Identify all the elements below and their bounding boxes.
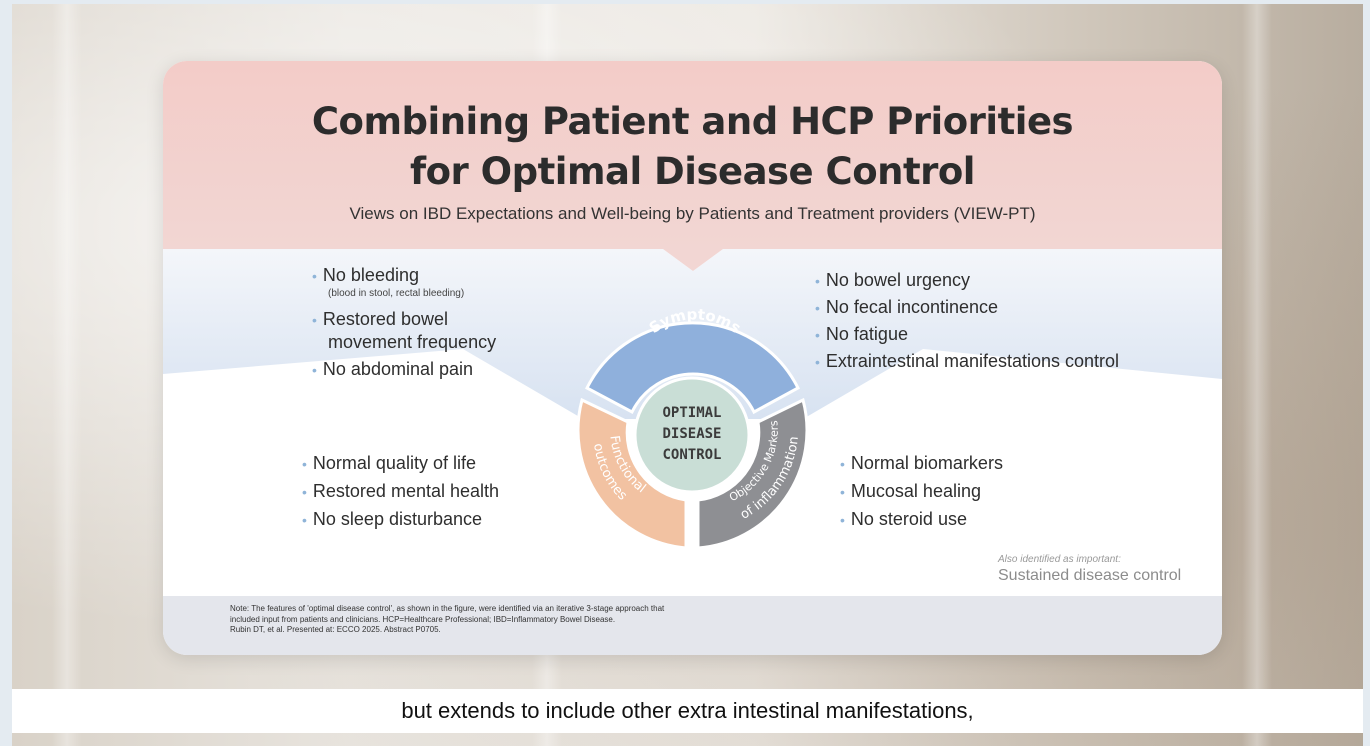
slide-title-line1: Combining Patient and HCP Priorities bbox=[311, 100, 1074, 143]
list-item-label: Normal biomarkers bbox=[850, 453, 1003, 473]
subtitle-bar bbox=[12, 689, 1363, 733]
list-item-label: No abdominal pain bbox=[322, 359, 474, 379]
also-important-label: Also identified as important: bbox=[998, 554, 1121, 565]
list-item: • Mucosal healing bbox=[840, 480, 981, 503]
center-line-3: CONTROL bbox=[662, 447, 721, 463]
list-item-label: Normal quality of life bbox=[312, 453, 476, 473]
slide-title-line2: for Optimal Disease Control bbox=[410, 150, 975, 193]
slide-subtitle: Views on IBD Expectations and Well-being… bbox=[349, 204, 1036, 223]
segment-objective bbox=[696, 397, 809, 550]
list-item: • No fatigue bbox=[815, 323, 908, 346]
segment-symptoms bbox=[585, 321, 800, 415]
center-line-2: DISEASE bbox=[662, 426, 721, 442]
list-item: • Normal biomarkers bbox=[840, 452, 1003, 475]
list-item: • No sleep disturbance bbox=[302, 508, 482, 531]
list-item: • No abdominal pain bbox=[312, 358, 473, 381]
bullet-icon: • bbox=[815, 300, 820, 316]
bullet-icon: • bbox=[840, 484, 845, 500]
segment-functional bbox=[576, 397, 688, 550]
note-line-1: Note: The features of 'optimal disease c… bbox=[230, 604, 665, 613]
center-line-1: OPTIMAL bbox=[662, 405, 721, 421]
list-item-label: Restored mental health bbox=[312, 481, 500, 501]
bullet-icon: • bbox=[815, 354, 820, 370]
list-item-label: No fecal incontinence bbox=[825, 297, 999, 317]
list-item-label: No bowel urgency bbox=[825, 270, 970, 290]
video-caption: but extends to include other extra intes… bbox=[401, 698, 974, 723]
list-item: • Restored mental health bbox=[302, 480, 499, 503]
bullet-icon: • bbox=[302, 484, 307, 500]
bullet-icon: • bbox=[302, 512, 307, 528]
list-item-label: Extraintestinal manifestations control bbox=[825, 351, 1120, 371]
list-item-label: No sleep disturbance bbox=[312, 509, 483, 529]
bullet-icon: • bbox=[815, 273, 820, 289]
bullet-icon: • bbox=[815, 327, 820, 343]
list-item-label: Mucosal healing bbox=[850, 481, 981, 501]
bullet-icon: • bbox=[312, 312, 317, 328]
list-item: • No bowel urgency bbox=[815, 269, 970, 292]
list-item-label: No fatigue bbox=[825, 324, 908, 344]
list-item-label: No steroid use bbox=[850, 509, 967, 529]
list-item-continuation: movement frequency bbox=[328, 332, 497, 352]
bullet-icon: • bbox=[312, 268, 317, 284]
bullet-icon: • bbox=[840, 456, 845, 472]
list-item: • No bleeding bbox=[312, 264, 419, 287]
list-item: • Normal quality of life bbox=[302, 452, 476, 475]
list-item: • Restored bowel bbox=[312, 308, 448, 331]
bullet-icon: • bbox=[312, 362, 317, 378]
list-item: • No steroid use bbox=[840, 508, 967, 531]
list-item: • No fecal incontinence bbox=[815, 296, 998, 319]
center-circle bbox=[633, 376, 751, 494]
list-item-subtext: (blood in stool, rectal bleeding) bbox=[328, 288, 465, 299]
also-important-value: Sustained disease control bbox=[998, 567, 1182, 584]
list-item-label: No bleeding bbox=[322, 265, 419, 285]
slide-title: Combining Patient and HCP Priorities for… bbox=[163, 97, 1222, 197]
bullet-icon: • bbox=[302, 456, 307, 472]
note-line-2: included input from patients and clinici… bbox=[230, 614, 616, 624]
list-item-label: Restored bowel bbox=[322, 309, 448, 329]
slide-header bbox=[163, 61, 1222, 249]
bullet-icon: • bbox=[840, 512, 845, 528]
notes-footer: Note: The features of 'optimal disease c… bbox=[163, 596, 1222, 655]
list-item: • Extraintestinal manifestations control bbox=[815, 350, 1119, 373]
note-line-3: Rubin DT, et al. Presented at: ECCO 2025… bbox=[230, 625, 441, 634]
